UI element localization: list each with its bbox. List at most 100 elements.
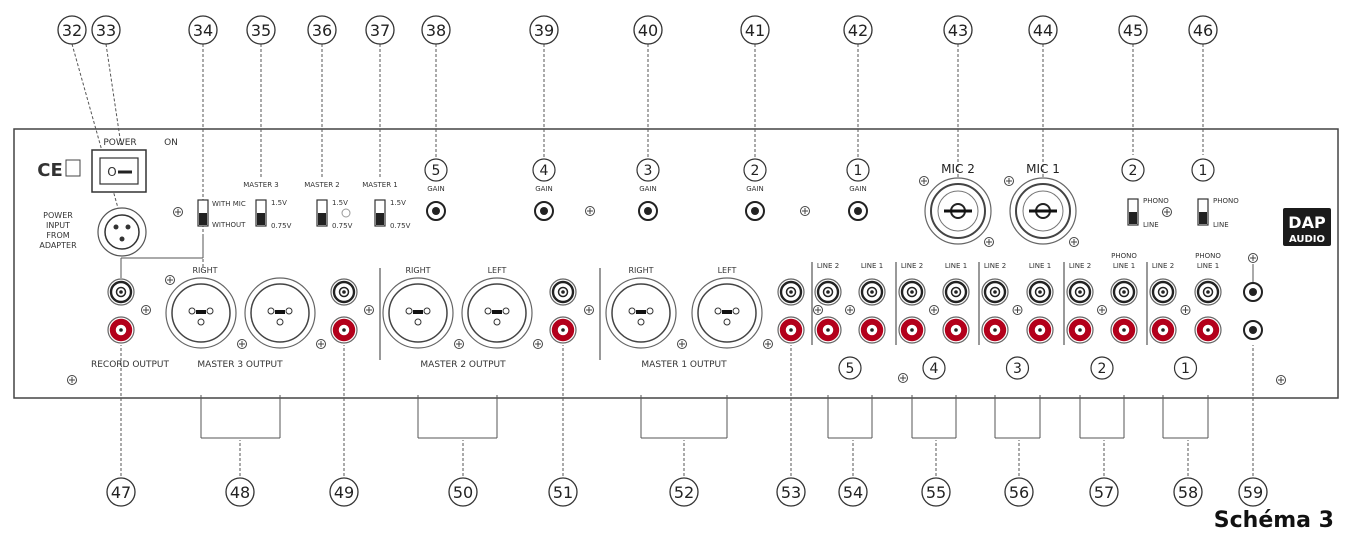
gain-label: GAIN: [427, 185, 445, 193]
ground-symbol: [763, 339, 773, 349]
ground-symbol: [585, 206, 595, 216]
callout-56: 56: [1004, 477, 1034, 507]
indicator-led: [341, 208, 351, 218]
phono-line-switch: [1127, 198, 1139, 226]
callout-32: 32: [57, 15, 87, 45]
level-0-75v: 0.75V: [390, 222, 411, 230]
rear-panel-outline: [13, 128, 1339, 399]
svg-text:1: 1: [1181, 361, 1190, 377]
callout-33: 33: [91, 15, 121, 45]
master3-rca-bottom: [330, 316, 358, 344]
callout-57: 57: [1089, 477, 1119, 507]
ground-symbol: [1012, 305, 1023, 315]
line2-label: LINE 2: [1152, 262, 1174, 270]
channel-number: 4: [922, 356, 946, 380]
callout-50: 50: [448, 477, 478, 507]
pin: [119, 236, 125, 242]
ground-symbol: [141, 305, 151, 315]
ground-symbol: [1069, 237, 1079, 247]
svg-text:3: 3: [1013, 361, 1022, 377]
power-input-label: POWER: [43, 211, 73, 220]
mic2-combo-input: [924, 177, 992, 245]
master2-xlr-left: [461, 277, 533, 349]
with-mic-label: WITH MIC: [212, 200, 246, 208]
ground-symbol: [533, 339, 543, 349]
master1-rca-bottom: [777, 316, 805, 344]
master2-rca-bottom: [549, 316, 577, 344]
callout-39: 39: [529, 15, 559, 45]
svg-text:2: 2: [1129, 163, 1138, 179]
ground-symbol: [800, 206, 810, 216]
callout-37: 37: [365, 15, 395, 45]
channel-number: 3: [1005, 356, 1030, 380]
svg-text:41: 41: [745, 21, 765, 40]
leader-line: [71, 43, 126, 234]
svg-text:54: 54: [843, 483, 863, 502]
ground-symbol: [984, 237, 994, 247]
callout-38: 38: [421, 15, 451, 45]
master3-rca-top: [330, 278, 358, 306]
svg-text:49: 49: [334, 483, 354, 502]
ground-symbol: [165, 275, 175, 285]
level-0-75v: 0.75V: [332, 222, 353, 230]
line1-label: LINE 1: [1113, 262, 1135, 270]
line1-label: LINE 1: [1197, 262, 1219, 270]
gain-label: GAIN: [639, 185, 657, 193]
ground-terminal-bottom: [1243, 320, 1263, 340]
line2-label: LINE 2: [1069, 262, 1091, 270]
line1-rca-bottom: [1194, 316, 1222, 344]
svg-text:45: 45: [1123, 21, 1143, 40]
ground-symbol: [1180, 305, 1191, 315]
callout-43: 43: [943, 15, 973, 45]
right-label: RIGHT: [192, 266, 217, 275]
svg-text:58: 58: [1178, 483, 1198, 502]
callout-46: 46: [1188, 15, 1218, 45]
callout-44: 44: [1028, 15, 1058, 45]
ground-symbol: [237, 339, 247, 349]
svg-text:52: 52: [674, 483, 694, 502]
without-label: WITHOUT: [212, 221, 246, 229]
level-1-5v: 1.5V: [390, 199, 406, 207]
weee-bin-icon: [65, 159, 81, 177]
line2-rca-bottom: [1066, 316, 1094, 344]
svg-text:55: 55: [926, 483, 946, 502]
master-level-switch: [374, 199, 386, 227]
svg-text:51: 51: [553, 483, 573, 502]
ground-symbol: [584, 305, 594, 315]
line-label: LINE: [1213, 221, 1229, 229]
line2-rca-bottom: [898, 316, 926, 344]
ground-symbol: [1248, 253, 1258, 263]
level-1-5v: 1.5V: [271, 199, 287, 207]
svg-text:2: 2: [751, 163, 760, 179]
callout-53: 53: [776, 477, 806, 507]
master1-output-label: MASTER 1 OUTPUT: [641, 360, 727, 370]
svg-text:44: 44: [1033, 21, 1053, 40]
line1-rca-bottom: [1110, 316, 1138, 344]
line1-rca-top: [1110, 278, 1138, 306]
with-mic-switch: [197, 199, 209, 227]
svg-text:36: 36: [312, 21, 332, 40]
svg-text:33: 33: [96, 21, 116, 40]
ground-symbol: [173, 207, 183, 217]
line2-rca-top: [1066, 278, 1094, 306]
ground-symbol: [813, 305, 823, 315]
channel-number: 2: [1090, 356, 1114, 380]
gain-channel-number: 5: [424, 158, 448, 182]
callout-45: 45: [1118, 15, 1148, 45]
line-label: LINE: [1143, 221, 1159, 229]
line1-label: LINE 1: [861, 262, 883, 270]
svg-text:48: 48: [230, 483, 250, 502]
gain-trim-knob: [534, 201, 554, 221]
ce-mark: CE: [37, 160, 63, 181]
gain-channel-number: 3: [636, 158, 660, 182]
line1-rca-bottom: [1026, 316, 1054, 344]
svg-text:39: 39: [534, 21, 554, 40]
level-0-75v: 0.75V: [271, 222, 292, 230]
line2-rca-top: [1149, 278, 1177, 306]
master1-xlr-right: [605, 277, 677, 349]
pin: [125, 224, 131, 230]
master3-xlr-left: [244, 277, 316, 349]
master-level-label: MASTER 3: [243, 181, 279, 189]
callout-40: 40: [633, 15, 663, 45]
